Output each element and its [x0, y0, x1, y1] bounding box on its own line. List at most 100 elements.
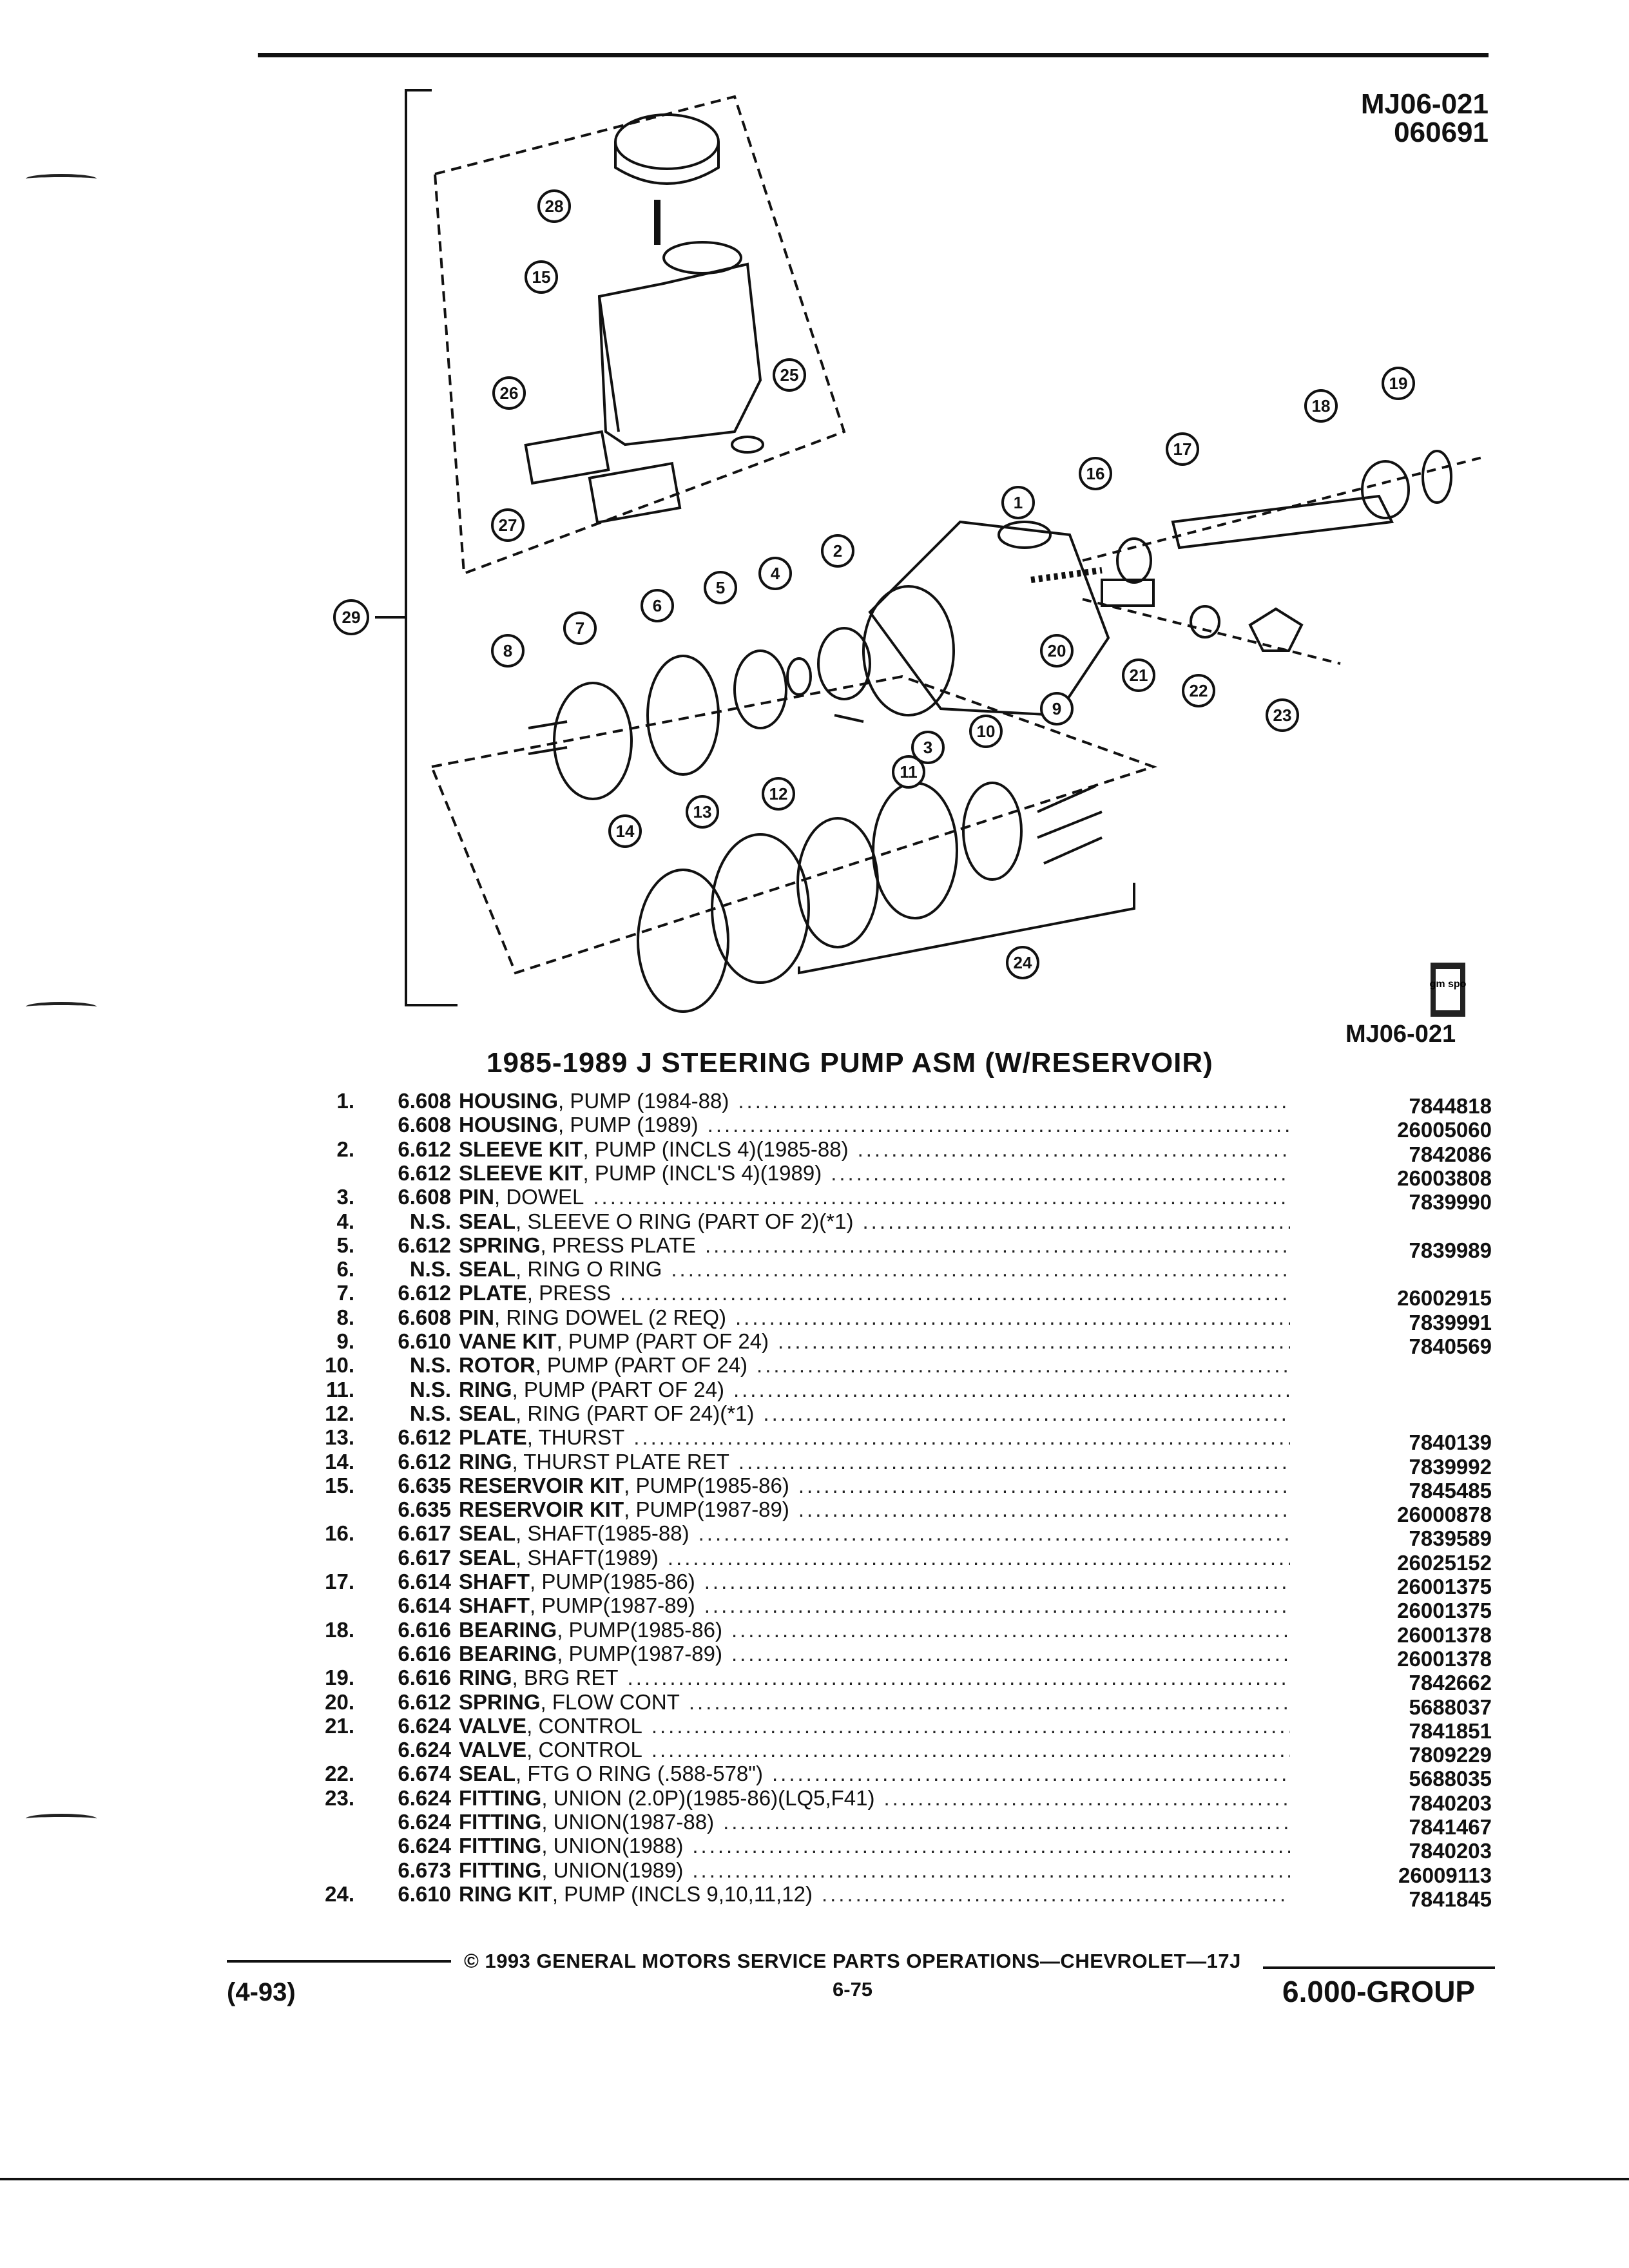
callout-16 [1079, 457, 1112, 490]
row-part-number: 7839589 [1409, 1526, 1492, 1551]
row-part-number: 26009113 [1398, 1863, 1492, 1887]
row-reference-number: 21. [325, 1713, 354, 1738]
leader-dots: ........................................… [735, 1305, 1290, 1329]
row-part-detail: , PUMP(1985-86) [557, 1617, 722, 1642]
row-part-detail: , RING O RING [516, 1257, 662, 1282]
callout-27 [491, 508, 525, 542]
group-label: 6.000-GROUP [1282, 1975, 1476, 2008]
callout-11-label: 11 [900, 762, 918, 782]
grommet-25-shape [731, 436, 764, 454]
row-part-number: 26001378 [1397, 1646, 1492, 1671]
row-part-detail: , PUMP (PART OF 24) [556, 1329, 769, 1353]
row-reference-number: 16. [325, 1521, 354, 1546]
row-part-number: 26001378 [1397, 1622, 1492, 1647]
reservoir-edge [598, 296, 620, 432]
row-reference-number: 1. [336, 1089, 354, 1113]
row-group-number: 6.612 [398, 1233, 451, 1257]
leader-dots: ........................................… [651, 1713, 1290, 1738]
callout-2-label: 2 [833, 541, 842, 561]
row-reference-number: 5. [336, 1233, 354, 1257]
row-reference-number: 8. [336, 1305, 354, 1329]
callout-6-label: 6 [653, 596, 662, 615]
row-part-name: FITTING [459, 1858, 542, 1882]
row-group-number: 6.624 [398, 1785, 451, 1810]
leader-dots: ........................................… [883, 1785, 1290, 1810]
leader-dots: ........................................… [763, 1401, 1290, 1425]
row-reference-number: 15. [325, 1473, 354, 1497]
callout-20-label: 20 [1048, 641, 1066, 660]
row-group-number: 6.624 [398, 1810, 451, 1834]
row-group-number: 6.635 [398, 1497, 451, 1522]
leader-dots: ........................................… [831, 1160, 1290, 1185]
row-reference-number: 23. [325, 1785, 354, 1810]
callout-8 [491, 634, 525, 668]
sleeve-2-shape [817, 627, 871, 700]
row-part-number: 7809229 [1409, 1743, 1492, 1767]
vanes-9-shape [1037, 785, 1103, 865]
row-reference-number: 22. [325, 1762, 354, 1786]
bracket-27-shape [588, 461, 682, 524]
callout-13-label: 13 [693, 802, 712, 822]
row-part-name: BEARING [459, 1617, 557, 1642]
row-group-number: 6.612 [398, 1689, 451, 1714]
leader-dots: ........................................… [651, 1738, 1290, 1762]
callout-19-label: 19 [1389, 374, 1408, 393]
row-group-number: 6.616 [398, 1617, 451, 1642]
row-part-name: SEAL [459, 1762, 516, 1786]
row-part-detail: , PUMP (INCLS 4)(1985-88) [583, 1137, 849, 1161]
row-group-number: 6.614 [398, 1593, 451, 1618]
row-reference-number: 24. [325, 1881, 354, 1906]
row-part-detail: , PUMP(1987-89) [530, 1593, 695, 1618]
pump-housing-shape [868, 520, 1110, 717]
row-part-detail: , UNION(1987-88) [541, 1810, 715, 1834]
row-part-detail: , RING DOWEL (2 REQ) [494, 1305, 726, 1329]
row-description: VALVE, CONTROL..........................… [459, 1714, 1290, 1738]
callout-25 [773, 358, 806, 392]
row-part-detail: , UNION(1988) [541, 1834, 684, 1858]
row-description: PLATE, THURST...........................… [459, 1425, 1290, 1450]
callout-11 [892, 755, 925, 789]
callout-5-label: 5 [716, 578, 725, 597]
leader-dots: ........................................… [733, 1377, 1290, 1401]
row-reference-number: 18. [325, 1617, 354, 1642]
row-part-name: SHAFT [459, 1570, 530, 1593]
callout-28 [537, 189, 571, 223]
top-rule [258, 53, 1489, 57]
row-part-name: VANE KIT [459, 1329, 557, 1353]
row-part-name: BEARING [459, 1641, 557, 1666]
seal-4-shape [786, 657, 812, 696]
drawing-code-number: MJ06-021 [1360, 88, 1489, 120]
row-part-name: ROTOR [459, 1353, 535, 1378]
callout-27-label: 27 [499, 515, 517, 535]
leader-dots: ........................................… [627, 1666, 1290, 1690]
row-part-name: VALVE [459, 1713, 527, 1738]
callout-24-label: 24 [1014, 953, 1032, 972]
callout-17 [1166, 432, 1199, 466]
row-part-number: 7841851 [1409, 1718, 1492, 1743]
rotor-10-shape [962, 782, 1023, 881]
row-group-number: 6.612 [398, 1425, 451, 1450]
footer-rule-right [1263, 1966, 1495, 1969]
row-group-number: 6.610 [398, 1881, 451, 1906]
row-part-name: RESERVOIR KIT [459, 1473, 624, 1497]
leader-dots: ........................................… [671, 1257, 1290, 1282]
row-part-number: 26003808 [1397, 1166, 1492, 1190]
parts-list-row: 6.N.S.SEAL, RING O RING.................… [258, 1257, 1495, 1282]
row-part-number: 7841845 [1409, 1887, 1492, 1911]
row-part-number: 26000878 [1397, 1503, 1492, 1527]
row-part-number: 5688037 [1409, 1695, 1492, 1719]
callout-2 [821, 534, 854, 568]
row-part-number: 26001375 [1397, 1599, 1492, 1623]
bracket-26-shape [524, 430, 610, 485]
row-group-number: 6.612 [398, 1281, 451, 1305]
row-group-number: 6.612 [398, 1160, 451, 1185]
row-part-name: FITTING [459, 1834, 542, 1858]
